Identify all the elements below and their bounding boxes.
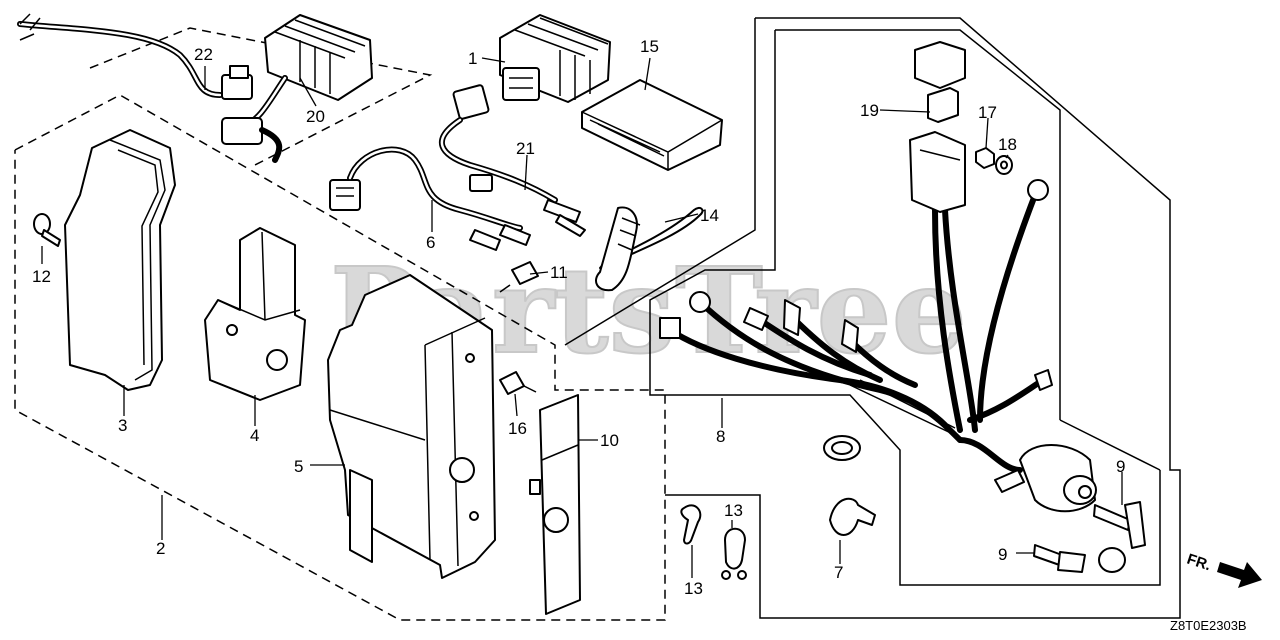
callout-21: 21	[516, 139, 535, 158]
callout-labels: 1 2 3 4 5 6 7 8 9 9 10 11 12 13 13 14 15…	[32, 37, 1125, 598]
part-22-wire-leads	[17, 13, 253, 100]
part-7-clamp	[829, 497, 876, 536]
callout-13-lower: 13	[684, 579, 703, 598]
front-label: FR.	[1185, 551, 1213, 575]
part-6-sub-harness	[329, 146, 531, 251]
callout-11: 11	[550, 263, 568, 282]
callout-16: 16	[508, 419, 527, 438]
callout-9-lower: 9	[998, 545, 1007, 564]
callout-7: 7	[834, 563, 843, 582]
part-15-pad	[581, 79, 723, 171]
callout-8: 8	[716, 427, 725, 446]
part-14-cable-band	[595, 206, 704, 292]
part-ignition-switch	[994, 444, 1097, 513]
callout-12: 12	[32, 267, 51, 286]
group-outlines	[14, 17, 1181, 621]
callout-5: 5	[294, 457, 303, 476]
front-direction-marker: FR.	[1185, 551, 1262, 588]
part-9-key-a	[1093, 501, 1146, 549]
callout-17: 17	[978, 103, 997, 122]
part-grommet	[823, 435, 861, 461]
part-17-nut	[975, 147, 995, 169]
callout-6: 6	[426, 233, 435, 252]
callout-13-upper: 13	[724, 501, 743, 520]
part-20-regulator	[221, 14, 373, 163]
part-8-main-harness	[659, 179, 1053, 473]
callout-22: 22	[194, 45, 213, 64]
callout-15: 15	[640, 37, 659, 56]
part-19-fuse-holder	[909, 41, 966, 213]
callout-14: 14	[700, 206, 719, 225]
callout-2: 2	[156, 539, 165, 558]
diagram-code: Z8T0E2303B	[1170, 618, 1247, 633]
part-3-box-cover	[64, 129, 176, 391]
callout-9-upper: 9	[1116, 457, 1125, 476]
part-11-screw	[499, 261, 539, 293]
part-o-ring	[1098, 547, 1126, 573]
group-outline-harness-inner	[775, 29, 1061, 420]
front-arrow-icon	[1217, 562, 1262, 588]
group-outline-harness-sub	[649, 30, 1161, 586]
part-4-bracket	[204, 227, 306, 401]
part-10-label-plate	[529, 394, 581, 615]
callout-18: 18	[998, 135, 1017, 154]
callout-19: 19	[860, 101, 879, 120]
part-5-panel	[327, 274, 496, 579]
part-13-clip-b	[721, 527, 747, 580]
group-outline-harness-outer	[665, 17, 1181, 619]
part-12-screw	[33, 213, 61, 247]
part-16-screw	[499, 371, 537, 395]
part-13-clip-a	[680, 504, 702, 545]
callout-1: 1	[468, 49, 477, 68]
part-21-sub-harness	[438, 84, 586, 237]
part-9-key-b	[1033, 544, 1086, 573]
callout-4: 4	[250, 426, 259, 445]
callout-10: 10	[600, 431, 619, 450]
callout-20: 20	[306, 107, 325, 126]
part-18-washer	[995, 155, 1013, 175]
group-outline-harness-link	[1059, 419, 1161, 471]
group-outline-control-box	[14, 94, 666, 621]
callout-3: 3	[118, 416, 127, 435]
part-1-rectifier	[499, 14, 611, 103]
group-outline-harness-left	[564, 18, 756, 346]
leader-lines	[41, 57, 1123, 578]
